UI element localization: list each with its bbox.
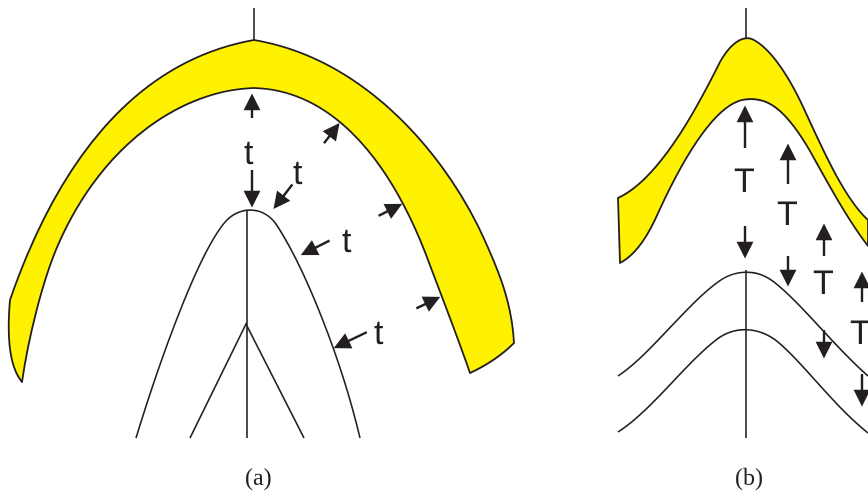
panel-a: t t t t (a): [9, 8, 514, 491]
panel-a-caption: (a): [245, 465, 272, 491]
panel-b: T T T T (b): [618, 8, 868, 491]
panel-a-thickness-arrow-4: [336, 298, 438, 347]
panel-b-thickness-label-2: T: [777, 195, 798, 233]
panel-a-thickness-arrow-2: [275, 125, 338, 207]
panel-a-thickness-label-3: t: [342, 222, 352, 260]
panel-a-thickness-label-1: t: [244, 134, 254, 172]
panel-a-thickness-arrow-3: [303, 205, 400, 254]
panel-b-lower-fold-inner-line: [618, 330, 868, 433]
panel-b-thickness-label-3: T: [813, 264, 834, 302]
panel-a-yellow-layer: [9, 40, 514, 382]
panel-b-thickness-label-1: T: [734, 162, 755, 200]
panel-b-yellow-layer: [618, 38, 868, 263]
panel-a-lower-fold-outer-line: [136, 210, 360, 438]
panel-a-thickness-label-4: t: [374, 314, 384, 352]
panel-b-thickness-label-4: T: [850, 314, 868, 352]
panel-a-thickness-label-2: t: [293, 154, 303, 192]
panel-b-caption: (b): [735, 465, 763, 491]
